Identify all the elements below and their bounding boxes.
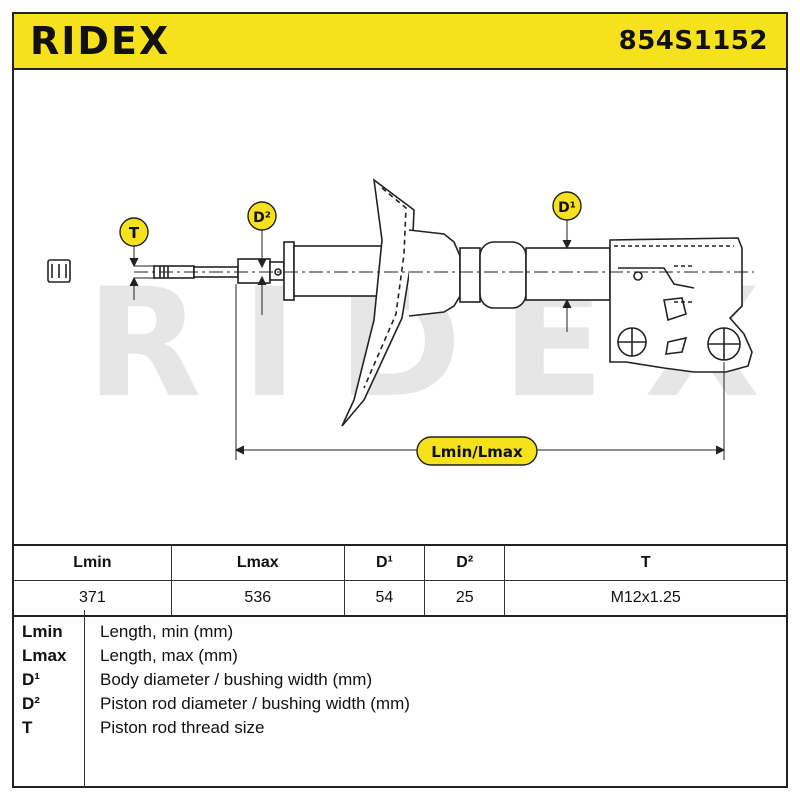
spec-header-t: T [504,544,786,581]
legend-code: Lmin [22,622,63,641]
legend-desc: Body diameter / bushing width (mm) [100,670,373,689]
legend-code: D² [22,694,40,713]
spec-value-d2: 25 [424,580,506,617]
product-sheet: RIDEX 854S1152 RIDEX [12,12,788,788]
spec-table: Lmin Lmax D¹ D² T 371 536 54 25 M12x1.25 [14,544,786,617]
badge-D1 [552,191,582,221]
bump-stop [479,241,527,309]
legend-item: T Piston rod thread size [14,716,786,740]
legend-desc: Length, min (mm) [100,622,234,641]
lower-body [525,247,611,301]
label-length: Lmin/Lmax [431,443,523,461]
spec-header-row: Lmin Lmax D¹ D² T [14,544,786,581]
upper-body [293,245,385,297]
legend-desc: Piston rod thread size [100,718,265,737]
spec-header-lmin: Lmin [14,544,172,581]
label-T: T [129,224,140,242]
badge-length [416,436,538,466]
technical-drawing: RIDEX [14,70,786,546]
legend-desc: Length, max (mm) [100,646,238,665]
legend-desc: Piston rod diameter / bushing width (mm) [100,694,410,713]
spec-header-lmax: Lmax [170,544,345,581]
badge-T [119,217,149,247]
legend: Lmin Length, min (mm) Lmax Length, max (… [14,610,786,788]
dimension-T [129,245,164,300]
legend-code: Lmax [22,646,67,665]
part-number: 854S1152 [618,26,768,56]
spec-header-d2: D² [424,544,506,581]
legend-item: Lmin Length, min (mm) [14,620,786,644]
brand-logo: RIDEX [30,19,171,63]
legend-item: D² Piston rod diameter / bushing width (… [14,692,786,716]
legend-item: Lmax Length, max (mm) [14,644,786,668]
rod-guide [237,258,271,284]
legend-code: T [22,718,33,737]
spec-header-d1: D¹ [343,544,426,581]
dimension-D1 [562,220,572,332]
label-D1: D¹ [558,200,576,216]
spec-value-lmin: 371 [14,580,172,617]
header-bar: RIDEX 854S1152 [14,14,786,70]
legend-divider [84,610,85,788]
spec-value-lmax: 536 [170,580,345,617]
spec-value-row: 371 536 54 25 M12x1.25 [14,580,786,617]
dimension-D2 [257,230,267,315]
label-D2: D² [253,210,271,226]
shock-absorber-diagram: RIDEX [47,178,760,466]
legend-code: D¹ [22,670,40,689]
spec-value-t: M12x1.25 [504,580,786,617]
legend-item: D¹ Body diameter / bushing width (mm) [14,668,786,692]
badge-D2 [247,201,277,231]
